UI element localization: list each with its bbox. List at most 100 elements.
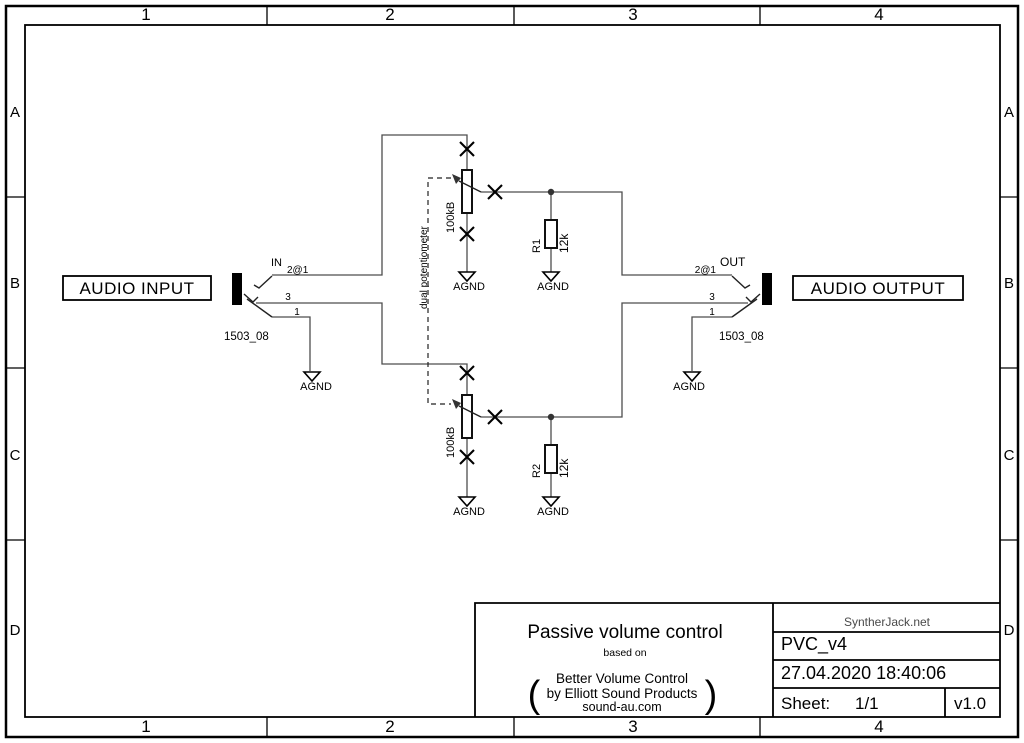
jack-tip-contact (253, 275, 273, 289)
column-label-bottom-2: 2 (385, 717, 394, 736)
title-block: Passive volume control based on ( Better… (474, 602, 1000, 717)
resistor-value-label: 12k (557, 233, 571, 253)
ground-triangle-icon (541, 496, 561, 508)
wiper-arrow-icon (452, 174, 461, 184)
terminal-x-mark (459, 365, 475, 381)
schematic: IN 2@1 3 1 1503_08 OUT 2@1 3 1 1503_08 (62, 134, 964, 518)
ground-label: AGND (537, 281, 569, 293)
outer-border (4, 4, 1020, 739)
pin-label-input-ring: 3 (285, 292, 291, 303)
resistor-body (544, 219, 558, 249)
gang-link-dashed-line (427, 177, 451, 405)
ground-label: AGND (673, 381, 705, 393)
wire-input-tip-to-pot1 (272, 134, 468, 276)
sheet-border: 1 2 3 4 1 2 3 4 A B C D A B C D (4, 4, 1020, 739)
row-label-right-c: C (1004, 447, 1015, 464)
jack-ring-contact (745, 293, 761, 303)
ground-label: AGND (453, 506, 485, 518)
paren-close: ) (705, 674, 718, 716)
column-label-bottom-3: 3 (628, 717, 637, 736)
terminal-x-mark (459, 141, 475, 157)
pot-body (461, 394, 473, 439)
junction-dot (547, 413, 555, 421)
wire-input-sleeve-to-gnd (272, 316, 311, 371)
based-on-text: based on (603, 647, 646, 659)
row-label-right-d: D (1004, 622, 1015, 639)
terminal-x-mark (459, 449, 475, 465)
column-divider-ticks (266, 6, 761, 737)
agnd-symbol: AGND (537, 496, 569, 518)
resistor-value-label: 12k (557, 458, 571, 478)
potentiometer-1: 100kB (445, 141, 503, 242)
ground-triangle-icon (457, 271, 477, 283)
site-name: SyntherJack.net (844, 615, 931, 629)
inner-border (24, 24, 1001, 718)
wiper-lead (458, 180, 482, 193)
pin-label-output-sleeve: 1 (709, 307, 715, 318)
terminal-x-mark (459, 226, 475, 242)
row-divider-ticks (6, 196, 1018, 541)
wire-output-sleeve-to-gnd (691, 316, 732, 371)
pin-label-input-sleeve: 1 (294, 307, 300, 318)
ground-triangle-icon (682, 371, 702, 383)
output-jack: OUT 2@1 3 1 1503_08 (695, 255, 772, 343)
part-label-input-jack: 1503_08 (224, 331, 269, 343)
column-label-top-3: 3 (628, 5, 637, 24)
column-label-top-2: 2 (385, 5, 394, 24)
pin-label-output-ring: 3 (709, 292, 715, 303)
pin-label-output-tip: 2@1 (695, 265, 717, 276)
wire-pot1-wiper-to-output-tip (481, 191, 732, 276)
audio-input-text: AUDIO INPUT (79, 279, 194, 298)
terminal-x-mark (487, 184, 503, 200)
pin-label-input-tip: 2@1 (287, 265, 309, 276)
resistor-r2: R2 12k (531, 444, 571, 478)
source-line-1: Better Volume Control (556, 671, 688, 686)
terminal-x-mark (487, 409, 503, 425)
column-label-bottom-1: 1 (141, 717, 150, 736)
row-label-left-d: D (10, 622, 21, 639)
potentiometer-2: 100kB (445, 365, 503, 465)
agnd-symbol: AGND (537, 271, 569, 293)
ground-triangle-icon (541, 271, 561, 283)
wiper-arrow-icon (452, 399, 461, 409)
ground-label: AGND (453, 281, 485, 293)
pot-body (461, 169, 473, 214)
label-box (792, 275, 964, 301)
resistor-body (544, 444, 558, 474)
title-block-grid (474, 602, 1000, 717)
row-label-right-a: A (1004, 104, 1014, 121)
net-label-in: IN (271, 257, 282, 269)
document-name: PVC_v4 (781, 634, 847, 655)
wiper-lead (458, 405, 482, 418)
source-line-3: sound-au.com (582, 700, 661, 714)
jack-ring-contact (243, 293, 259, 303)
ground-label: AGND (537, 506, 569, 518)
column-label-bottom-4: 4 (874, 717, 883, 736)
row-label-left-c: C (10, 447, 21, 464)
ground-triangle-icon (457, 496, 477, 508)
sheet-number: 1/1 (855, 694, 879, 713)
revision: v1.0 (954, 694, 986, 713)
ground-triangle-icon (302, 371, 322, 383)
sheet-title: Passive volume control (527, 622, 722, 643)
column-label-top-1: 1 (141, 5, 150, 24)
gang-link-note: dual potentiometer (419, 225, 430, 309)
pot-value-label: 100kB (445, 427, 457, 458)
row-label-right-b: B (1004, 275, 1014, 292)
junction-dot (547, 188, 555, 196)
paren-open: ( (528, 674, 541, 716)
input-jack: IN 2@1 3 1 1503_08 (224, 257, 309, 343)
part-label-output-jack: 1503_08 (719, 331, 764, 343)
jack-plug-body (232, 273, 242, 305)
pot-value-label: 100kB (445, 202, 457, 233)
gang-link: dual potentiometer (419, 177, 451, 405)
wire-pot2-wiper-to-output-ring (481, 302, 748, 418)
row-label-left-b: B (10, 275, 20, 292)
net-label-out: OUT (720, 255, 746, 269)
agnd-symbol: AGND (453, 271, 485, 293)
datetime: 27.04.2020 18:40:06 (781, 663, 946, 683)
jack-tip-contact (731, 275, 751, 289)
ground-label: AGND (300, 381, 332, 393)
